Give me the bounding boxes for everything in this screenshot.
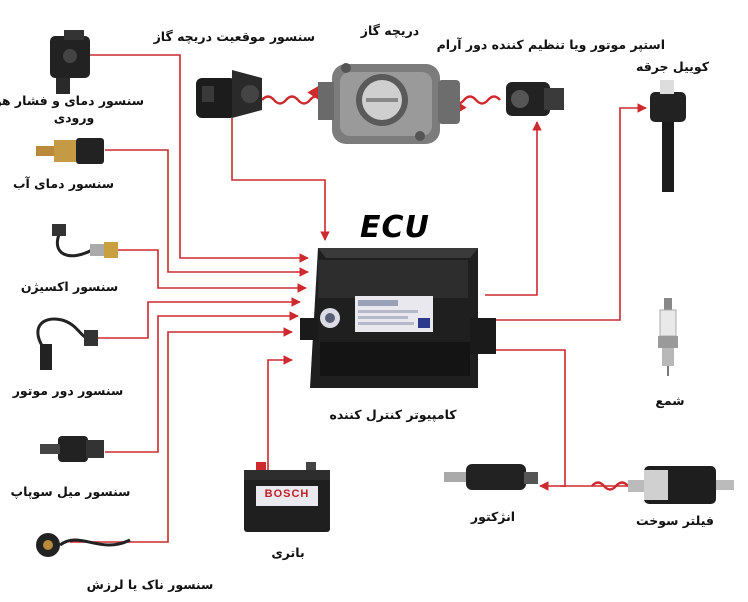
knock-sensor-label: سنسور ناک یا لرزش [86,577,214,592]
wire-knock-sensor [70,327,293,543]
coolant-sensor-label: سنسور دمای آب [12,176,114,191]
wave-tps-to-throttle [261,85,322,105]
map-sensor-label-line1: سنسور دمای و فشار هوای [0,93,144,108]
wire-map-sensor [90,54,309,263]
spark-plug-label: شمع [655,393,685,408]
wave-fuel-to-injector [591,481,629,491]
idle-motor-label: استپر موتور ویا تنظیم کننده دور آرام [436,37,665,52]
wavy-links [261,85,629,491]
wire-tps-sensor [231,118,330,241]
rpm-sensor-label: سنسور دور موتور [12,383,124,398]
map-sensor-label: سنسور دمای و فشار هوای ورودی [0,92,144,126]
wire-idle-motor [485,121,542,296]
ecu-unit [300,248,496,388]
wire-injector [492,349,566,491]
throttle-body-label: دریچه گاز [360,23,420,38]
wire-ignition-coil [492,103,647,321]
wire-rpm-sensor [95,297,301,339]
map-sensor-graphic [50,30,90,94]
knock-sensor-graphic [36,533,131,557]
tps-sensor-label: سنسور موقعیت دریچه گاز [153,29,315,44]
oxygen-sensor-graphic [52,224,118,258]
cam-sensor-label: سنسور میل سوپاپ [10,484,131,499]
spark-plug-graphic [658,298,678,376]
ignition-coil-graphic [650,80,686,192]
map-sensor-label-line2: ورودی [53,110,95,125]
tps-sensor-graphic [196,70,262,118]
fuel-filter-graphic [628,466,734,504]
oxygen-sensor-label: سنسور اکسیژن [20,279,119,294]
cam-sensor-graphic [40,436,104,462]
ignition-coil-label: کوییل جرقه [636,59,709,74]
rpm-sensor-graphic [36,317,98,370]
wire-battery [267,355,293,470]
battery-graphic [244,462,330,532]
fuel-filter-label: فیلتر سوخت [636,513,714,528]
wave-idle-to-throttle [452,95,501,115]
battery-brand-text: BOSCH [264,488,310,500]
battery-label: باتری [271,545,305,560]
ecu-label: کامپیوتر کنترل کننده [329,407,457,422]
injector-label: انژکتور [470,509,516,524]
wire-cam-sensor [105,311,299,453]
injector-graphic [444,464,538,490]
idle-motor-graphic [506,82,564,116]
wire-coolant-sensor [105,149,309,277]
coolant-sensor-graphic [36,138,104,164]
throttle-body-graphic [318,63,460,144]
ecu-title: ECU [360,210,430,245]
wire-oxygen-sensor [118,249,307,293]
